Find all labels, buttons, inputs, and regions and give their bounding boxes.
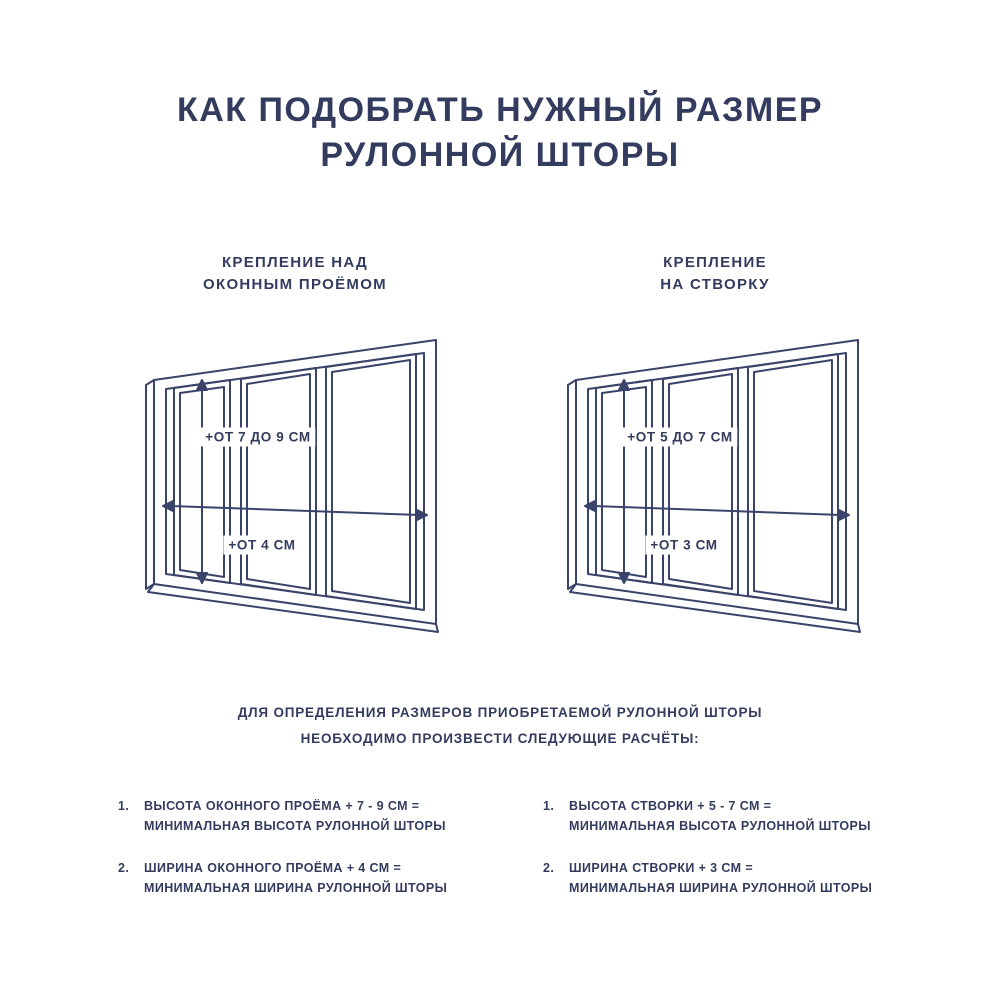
heading-mount-on-sash: КРЕПЛЕНИЕ НА СТВОРКУ <box>515 252 915 296</box>
page-title-line2: РУЛОННОЙ ШТОРЫ <box>320 136 680 174</box>
heading-right-line2: НА СТВОРКУ <box>660 276 770 293</box>
measure-label-width-left: +ОТ 4 СМ <box>223 535 301 555</box>
measure-label-height-left: +ОТ 7 ДО 9 СМ <box>200 427 316 447</box>
list-item-line2: МИНИМАЛЬНАЯ ШИРИНА РУЛОННОЙ ШТОРЫ <box>144 881 448 895</box>
width-arrow-icon <box>584 500 850 521</box>
heading-right-line1: КРЕПЛЕНИЕ <box>663 254 767 271</box>
measure-label-height-right: +ОТ 5 ДО 7 СМ <box>622 427 738 447</box>
list-item-number: 1. <box>543 799 555 813</box>
window-drawing-icon <box>567 339 861 633</box>
calc-list-left: 1. ВЫСОТА ОКОННОГО ПРОЁМА + 7 - 9 СМ = М… <box>118 796 493 920</box>
heading-mount-above-opening: КРЕПЛЕНИЕ НАД ОКОННЫМ ПРОЁМОМ <box>95 252 495 296</box>
list-item-number: 2. <box>118 861 130 875</box>
list-item-line1: ШИРИНА СТВОРКИ + 3 СМ = <box>569 861 754 875</box>
height-arrow-icon <box>618 379 630 584</box>
page-title-line1: КАК ПОДОБРАТЬ НУЖНЫЙ РАЗМЕР <box>176 91 824 129</box>
list-item: 1. ВЫСОТА ОКОННОГО ПРОЁМА + 7 - 9 СМ = М… <box>118 796 493 836</box>
heading-left-line1: КРЕПЛЕНИЕ НАД <box>221 254 369 271</box>
list-item-number: 1. <box>118 799 130 813</box>
list-item-line2: МИНИМАЛЬНАЯ ВЫСОТА РУЛОННОЙ ШТОРЫ <box>144 819 446 833</box>
list-item-line2: МИНИМАЛЬНАЯ ВЫСОТА РУЛОННОЙ ШТОРЫ <box>569 819 871 833</box>
window-diagram-left: +ОТ 7 ДО 9 СМ +ОТ 4 СМ <box>140 332 450 642</box>
intro-line1: ДЛЯ ОПРЕДЕЛЕНИЯ РАЗМЕРОВ ПРИОБРЕТАЕМОЙ Р… <box>237 705 763 720</box>
list-item: 2. ШИРИНА ОКОННОГО ПРОЁМА + 4 СМ = МИНИМ… <box>118 858 493 898</box>
intro-line2: НЕОБХОДИМО ПРОИЗВЕСТИ СЛЕДУЮЩИЕ РАСЧЁТЫ: <box>300 731 700 746</box>
width-arrow-icon <box>162 500 428 521</box>
list-item-number: 2. <box>543 861 555 875</box>
intro-text: ДЛЯ ОПРЕДЕЛЕНИЯ РАЗМЕРОВ ПРИОБРЕТАЕМОЙ Р… <box>0 700 1000 752</box>
page-title: КАК ПОДОБРАТЬ НУЖНЫЙ РАЗМЕР РУЛОННОЙ ШТО… <box>0 88 1000 178</box>
list-item-line1: ШИРИНА ОКОННОГО ПРОЁМА + 4 СМ = <box>144 861 402 875</box>
list-item: 2. ШИРИНА СТВОРКИ + 3 СМ = МИНИМАЛЬНАЯ Ш… <box>543 858 918 898</box>
calc-list-right: 1. ВЫСОТА СТВОРКИ + 5 - 7 СМ = МИНИМАЛЬН… <box>543 796 918 920</box>
list-item-line1: ВЫСОТА СТВОРКИ + 5 - 7 СМ = <box>569 799 772 813</box>
height-arrow-icon <box>196 379 208 584</box>
list-item: 1. ВЫСОТА СТВОРКИ + 5 - 7 СМ = МИНИМАЛЬН… <box>543 796 918 836</box>
measure-label-width-right: +ОТ 3 СМ <box>645 535 723 555</box>
heading-left-line2: ОКОННЫМ ПРОЁМОМ <box>203 276 387 293</box>
window-diagram-right: +ОТ 5 ДО 7 СМ +ОТ 3 СМ <box>562 332 872 642</box>
list-item-line2: МИНИМАЛЬНАЯ ШИРИНА РУЛОННОЙ ШТОРЫ <box>569 881 873 895</box>
list-item-line1: ВЫСОТА ОКОННОГО ПРОЁМА + 7 - 9 СМ = <box>144 799 420 813</box>
window-drawing-icon <box>145 339 439 633</box>
